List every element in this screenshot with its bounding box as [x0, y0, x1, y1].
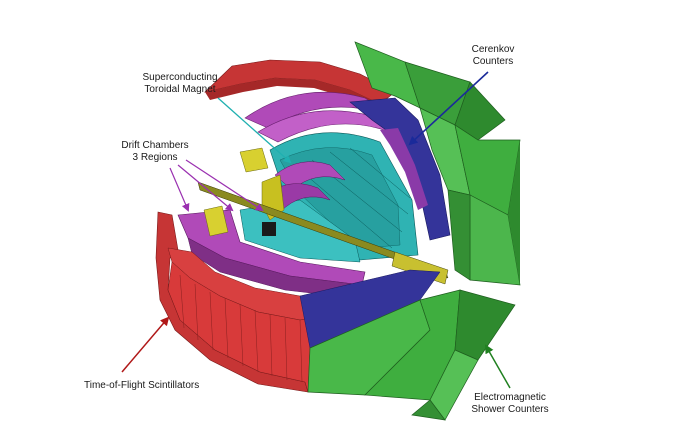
drift-arrow-3 — [185, 159, 264, 212]
magnet-arrow — [217, 97, 292, 164]
drift-arrow-1 — [169, 167, 190, 212]
drift-arrow-2 — [177, 164, 234, 212]
tof-scintillators-upper — [204, 59, 396, 110]
electromagnetic-shower-counters-upper — [354, 41, 521, 286]
drift-label-line2: 3 Regions — [132, 152, 178, 163]
tof-label: Time-of-Flight Scintillators — [84, 380, 200, 391]
drift-label-line1: Drift Chambers — [121, 140, 189, 151]
magnet-label-line2: Toroidal Magnet — [144, 84, 216, 95]
cerenkov-label: Cerenkov Counters — [458, 44, 528, 68]
cerenkov-arrow — [408, 71, 489, 146]
cerenkov-label-line1: Cerenkov — [471, 44, 515, 55]
electromagnetic-shower-counters-lower — [307, 289, 516, 421]
cerenkov-label-line2: Counters — [472, 56, 514, 67]
magnet-label-line1: Superconducting — [142, 72, 218, 83]
tof-arrow — [121, 316, 170, 373]
ec-arrow — [485, 344, 511, 389]
ec-label-line2: Shower Counters — [471, 404, 549, 415]
leader-arrows — [121, 71, 511, 389]
ec-label: Electromagnetic Shower Counters — [462, 392, 558, 416]
drift-chambers-label: Drift Chambers 3 Regions — [112, 140, 198, 164]
ec-label-line1: Electromagnetic — [474, 392, 546, 403]
cerenkov-counters — [349, 97, 451, 241]
magnet-label: Superconducting Toroidal Magnet — [130, 72, 230, 96]
